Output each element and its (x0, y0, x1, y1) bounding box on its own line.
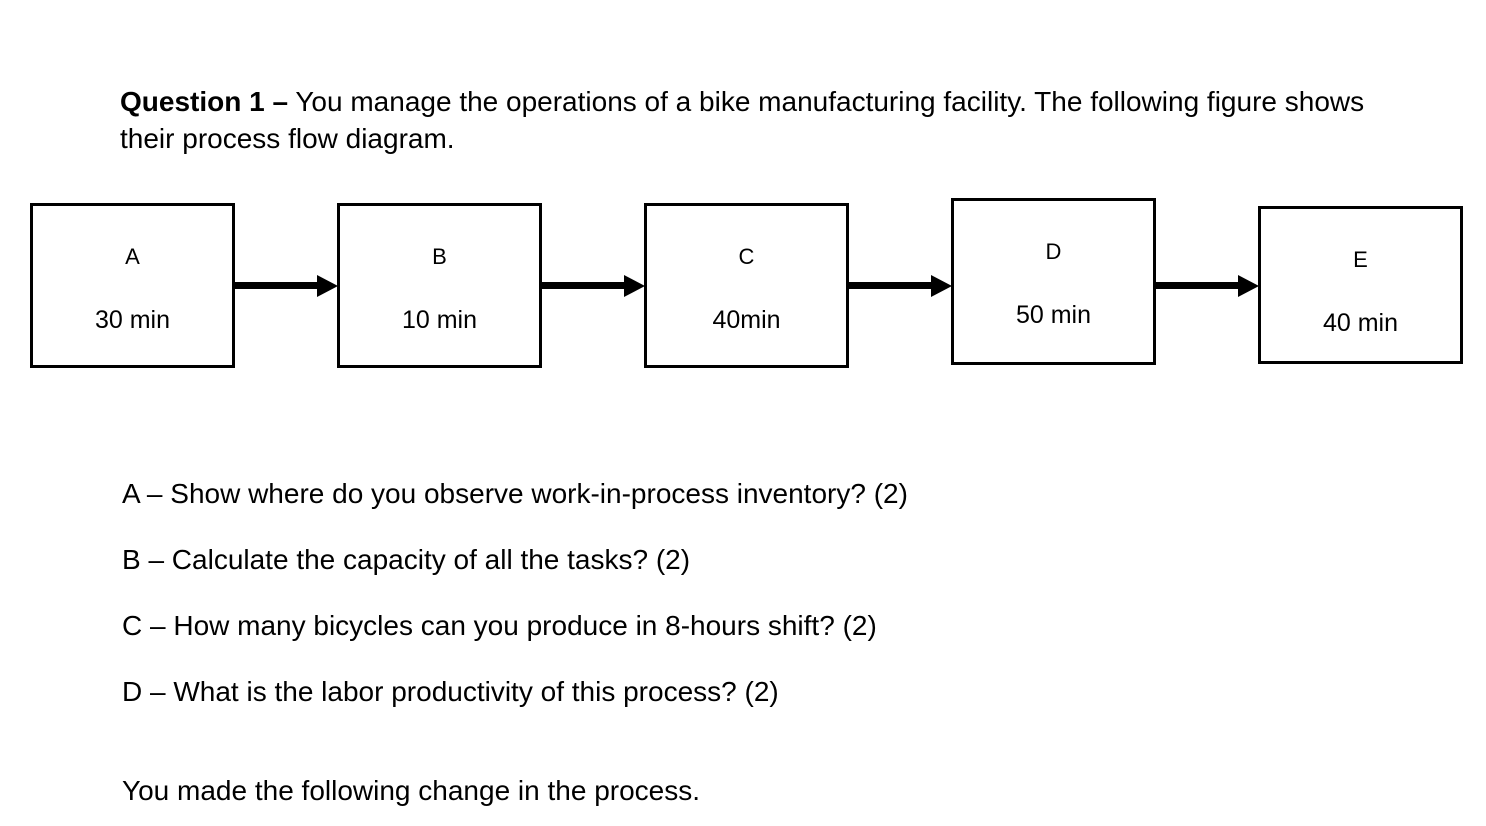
task-label: C (738, 244, 755, 269)
task-duration: 40min (712, 306, 781, 334)
sub-question-c: C – How many bicycles can you produce in… (122, 610, 877, 641)
question-number-label: Question 1 – (120, 86, 289, 117)
sub-question-list: A – Show where do you observe work-in-pr… (122, 479, 1222, 743)
flow-connector (1154, 203, 1259, 368)
task-box-a: A 30 min (30, 203, 235, 368)
arrow-shaft (233, 282, 319, 289)
arrow-right-icon (624, 274, 645, 297)
question-intro-text: You manage the operations of a bike manu… (120, 86, 1365, 154)
task-duration: 30 min (94, 306, 171, 334)
arrow-shaft (540, 282, 626, 289)
flow-connector (847, 203, 952, 368)
task-label: D (1045, 239, 1062, 264)
question-header: Question 1 – You manage the operations o… (120, 83, 1370, 157)
sub-question-b: B – Calculate the capacity of all the ta… (122, 544, 691, 575)
task-duration: 10 min (401, 306, 478, 334)
task-box-b: B 10 min (337, 203, 542, 368)
flow-connector (540, 203, 645, 368)
task-box-e: E 40 min (1258, 206, 1463, 364)
arrow-shaft (1154, 282, 1240, 289)
process-change-note: You made the following change in the pro… (122, 775, 701, 806)
task-label: A (125, 244, 140, 269)
flow-connector (233, 203, 338, 368)
arrow-right-icon (931, 274, 952, 297)
sub-question-a: A – Show where do you observe work-in-pr… (122, 478, 908, 509)
arrow-right-icon (317, 274, 338, 297)
sub-question-d: D – What is the labor productivity of th… (122, 676, 779, 707)
arrow-shaft (847, 282, 933, 289)
process-flow-diagram: A 30 min B 10 min C 40min D 50 min (30, 198, 1463, 368)
task-duration: 40 min (1322, 309, 1399, 337)
task-label: E (1353, 247, 1368, 272)
task-box-d: D 50 min (951, 198, 1156, 365)
arrow-right-icon (1238, 274, 1259, 297)
task-duration: 50 min (1015, 301, 1092, 329)
task-box-c: C 40min (644, 203, 849, 368)
task-label: B (432, 244, 447, 269)
